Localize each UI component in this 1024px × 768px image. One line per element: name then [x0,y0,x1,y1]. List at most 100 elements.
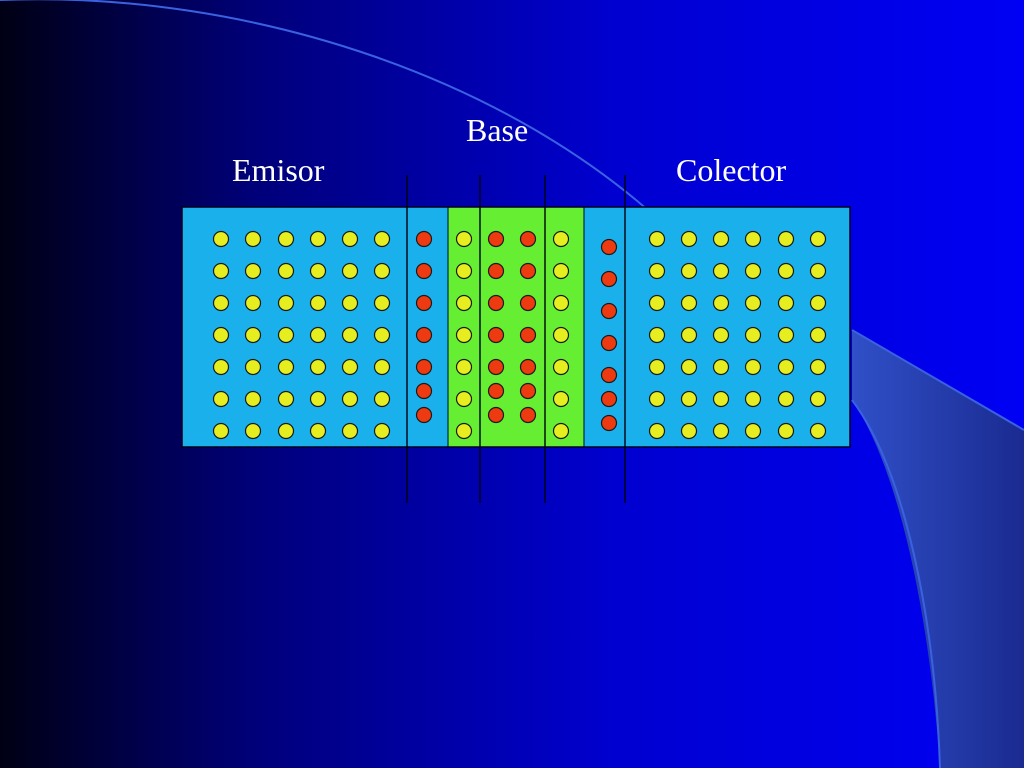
neutral-atom-dot [244,326,262,344]
neutral-atom-dot [309,294,327,312]
charged-carrier-dot [415,406,433,424]
neutral-atom-dot [809,294,827,312]
charged-carrier-dot [487,326,505,344]
neutral-atom-dot [744,326,762,344]
charged-carrier-dot [415,230,433,248]
label-emitter: Emisor [232,152,325,188]
neutral-atom-dot [373,326,391,344]
neutral-atom-dot [455,230,473,248]
neutral-atom-dot [455,326,473,344]
neutral-atom-dot [212,422,230,440]
neutral-atom-dot [309,230,327,248]
neutral-atom-dot [777,390,795,408]
neutral-atom-dot [277,358,295,376]
neutral-atom-dot [552,262,570,280]
neutral-atom-dot [648,262,666,280]
neutral-atom-dot [648,422,666,440]
carrier-dots [212,230,827,440]
neutral-atom-dot [373,230,391,248]
charged-carrier-dot [600,334,618,352]
neutral-atom-dot [712,262,730,280]
neutral-atom-dot [712,294,730,312]
decorative-swoosh [852,330,1024,768]
neutral-atom-dot [309,262,327,280]
neutral-atom-dot [212,262,230,280]
n-region-emitter [182,207,448,447]
charged-carrier-dot [600,366,618,384]
neutral-atom-dot [552,326,570,344]
decorative-arc-right-top [851,329,1024,431]
charged-carrier-dot [487,358,505,376]
neutral-atom-dot [309,326,327,344]
transistor-frame [181,206,851,448]
neutral-atom-dot [744,262,762,280]
neutral-atom-dot [455,294,473,312]
neutral-atom-dot [341,390,359,408]
neutral-atom-dot [680,390,698,408]
charged-carrier-dot [415,294,433,312]
neutral-atom-dot [648,390,666,408]
n-region-collector [584,207,850,447]
neutral-atom-dot [341,262,359,280]
neutral-atom-dot [277,230,295,248]
neutral-atom-dot [712,358,730,376]
neutral-atom-dot [680,262,698,280]
charged-carrier-dot [415,358,433,376]
neutral-atom-dot [680,326,698,344]
neutral-atom-dot [680,422,698,440]
neutral-atom-dot [455,390,473,408]
neutral-atom-dot [341,422,359,440]
neutral-atom-dot [277,422,295,440]
neutral-atom-dot [212,294,230,312]
decorative-arc-top [0,0,681,241]
neutral-atom-dot [777,358,795,376]
charged-carrier-dot [415,382,433,400]
neutral-atom-dot [277,262,295,280]
neutral-atom-dot [809,422,827,440]
neutral-atom-dot [648,294,666,312]
neutral-atom-dot [455,422,473,440]
neutral-atom-dot [373,262,391,280]
charged-carrier-dot [519,294,537,312]
neutral-atom-dot [373,358,391,376]
neutral-atom-dot [680,294,698,312]
neutral-atom-dot [809,390,827,408]
charged-carrier-dot [519,358,537,376]
neutral-atom-dot [455,262,473,280]
neutral-atom-dot [777,262,795,280]
neutral-atom-dot [341,230,359,248]
charged-carrier-dot [600,238,618,256]
charged-carrier-dot [600,414,618,432]
neutral-atom-dot [212,230,230,248]
neutral-atom-dot [777,294,795,312]
charged-carrier-dot [487,262,505,280]
charged-carrier-dot [600,270,618,288]
neutral-atom-dot [552,294,570,312]
neutral-atom-dot [277,294,295,312]
neutral-atom-dot [277,390,295,408]
neutral-atom-dot [777,422,795,440]
neutral-atom-dot [712,230,730,248]
neutral-atom-dot [309,358,327,376]
charged-carrier-dot [519,230,537,248]
charged-carrier-dot [487,382,505,400]
neutral-atom-dot [373,294,391,312]
neutral-atom-dot [341,358,359,376]
neutral-atom-dot [680,358,698,376]
charged-carrier-dot [487,294,505,312]
neutral-atom-dot [341,326,359,344]
neutral-atom-dot [712,326,730,344]
neutral-atom-dot [244,422,262,440]
neutral-atom-dot [455,358,473,376]
charged-carrier-dot [415,262,433,280]
neutral-atom-dot [244,230,262,248]
neutral-atom-dot [712,422,730,440]
neutral-atom-dot [552,390,570,408]
neutral-atom-dot [212,390,230,408]
neutral-atom-dot [648,358,666,376]
neutral-atom-dot [809,262,827,280]
neutral-atom-dot [277,326,295,344]
neutral-atom-dot [244,390,262,408]
charged-carrier-dot [519,382,537,400]
